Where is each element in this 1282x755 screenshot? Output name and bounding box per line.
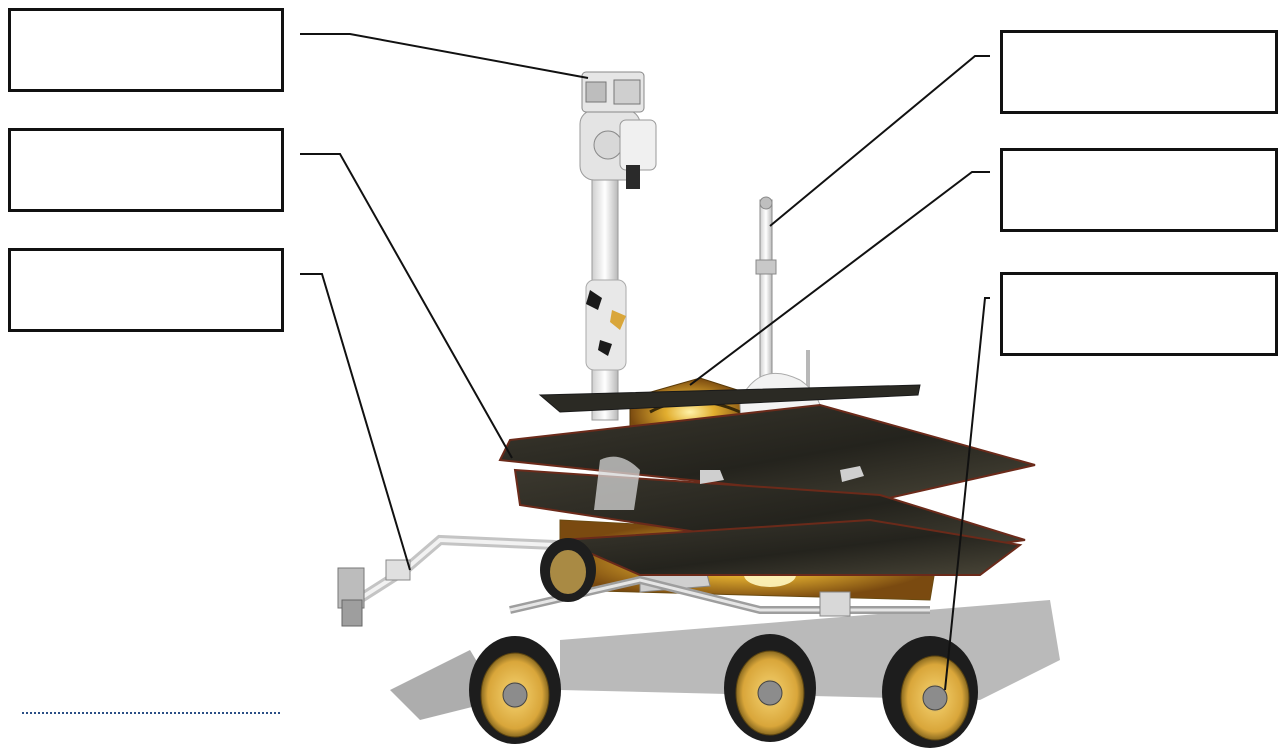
wheel-middle	[724, 634, 816, 742]
label-box-camera-head[interactable]	[8, 8, 284, 92]
leader-line-robotic-arm	[300, 273, 411, 571]
leader-line-camera-head	[300, 33, 589, 79]
wheel-left	[469, 636, 561, 744]
label-box-robotic-arm[interactable]	[8, 248, 284, 332]
dotted-answer-line	[22, 712, 280, 714]
rear-wheel	[540, 538, 596, 602]
wheel-right	[882, 636, 978, 748]
occlusion-patch	[336, 628, 388, 755]
label-box-solar-panel[interactable]	[8, 128, 284, 212]
label-box-wheel[interactable]	[1000, 272, 1278, 356]
leader-line-sample-bin	[689, 171, 990, 386]
leader-line-antenna	[769, 55, 990, 227]
camera-mast	[579, 109, 657, 421]
label-box-sample-bin[interactable]	[1000, 148, 1278, 232]
leader-line-solar-panel	[300, 153, 513, 459]
label-box-antenna[interactable]	[1000, 30, 1278, 114]
leader-line-wheel	[944, 297, 990, 691]
robotic-arm	[337, 534, 560, 627]
leader-lines	[300, 33, 990, 691]
mast-camera-head	[581, 71, 645, 113]
solar-panel	[498, 384, 1036, 576]
antenna	[755, 196, 810, 410]
